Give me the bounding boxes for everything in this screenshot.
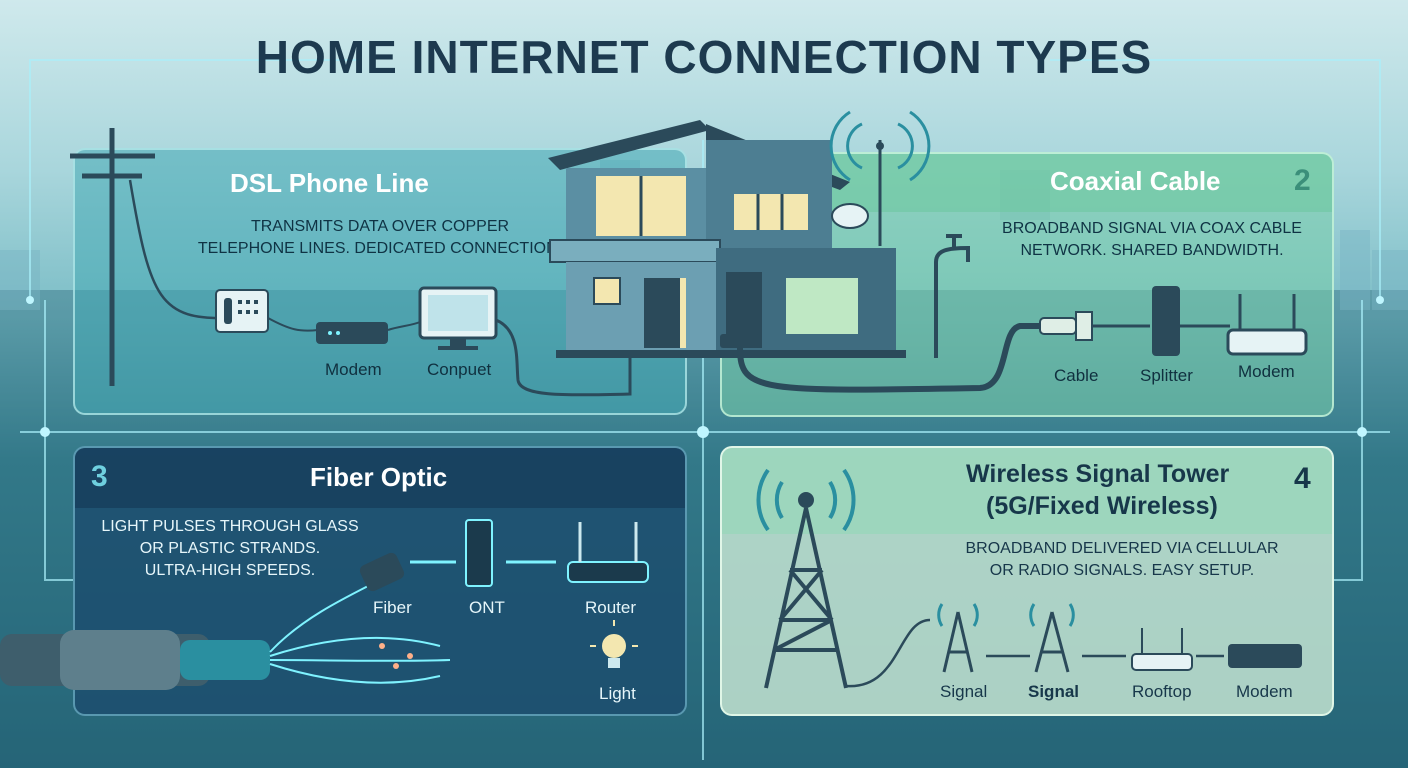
fiber-label-router: Router [585,598,637,617]
dsl-desc-line1: TRANSMITS DATA OVER COPPER [250,218,510,235]
coax-number: 2 [1294,164,1311,197]
fiber-label-fiber: Fiber [373,598,412,617]
faucet-icon [934,234,970,358]
dsl-label-modem: Modem [325,360,382,379]
wireless-label-signal-1: Signal [940,682,988,701]
computer-icon [418,286,632,397]
utility-pole-icon [70,128,231,386]
router-icon [1131,628,1224,671]
fiber-number: 3 [91,460,108,493]
wireless-label-signal-2: Signal [1028,682,1080,701]
wireless-label-rooftop: Rooftop [1132,682,1192,701]
modem-icon [316,321,421,344]
lightbulb-icon [590,620,638,668]
page-title: HOME INTERNET CONNECTION TYPES [255,31,1153,83]
modem-icon [1228,644,1302,668]
panel-wireless: Wireless Signal Tower (5G/Fixed Wireless… [720,446,1334,716]
house-icon [548,110,1076,393]
coax-label-modem: Modem [1238,362,1295,381]
fiber-description: LIGHT PULSES THROUGH GLASS OR PLASTIC ST… [95,516,365,582]
dsl-heading: DSL Phone Line [230,168,429,198]
coax-label-splitter: Splitter [1140,366,1193,385]
coax-cable-icon [1039,317,1077,335]
router-icon [1226,294,1308,356]
wireless-label-modem: Modem [1236,682,1293,701]
telephone-icon [215,289,319,333]
coax-label-cable: Cable [1054,366,1099,385]
wireless-desc-line2: OR RADIO SIGNALS. EASY SETUP. [989,562,1255,579]
coax-desc-line1: BROADBAND SIGNAL VIA COAX CABLE [1002,220,1302,237]
fiber-bundle-icon [0,552,456,690]
coax-description: BROADBAND SIGNAL VIA COAX CABLE NETWORK.… [972,218,1332,262]
wireless-description: BROADBAND DELIVERED VIA CELLULAR OR RADI… [952,538,1292,582]
fiber-heading: Fiber Optic [310,462,448,492]
cell-tower-icon [756,468,931,689]
router-icon [567,522,649,583]
fiber-label-ont: ONT [469,598,505,617]
fiber-desc-line3: ULTRA-HIGH SPEEDS. [144,562,316,579]
wireless-number: 4 [1294,462,1311,495]
ont-icon [465,519,556,587]
fiber-desc-line1: LIGHT PULSES THROUGH GLASS [101,518,359,535]
wireless-header-band [722,448,1332,534]
splitter-icon [1075,311,1150,341]
signal-antenna-icon [937,603,1126,673]
modem-icon [1152,286,1230,356]
coax-desc-line2: NETWORK. SHARED BANDWIDTH. [1020,242,1284,259]
fiber-label-light: Light [599,684,636,703]
coax-heading: Coaxial Cable [1050,166,1221,196]
wireless-heading-line2: (5G/Fixed Wireless) [986,492,1218,520]
dsl-description: TRANSMITS DATA OVER COPPER TELEPHONE LIN… [140,216,620,260]
dsl-desc-line2: TELEPHONE LINES. DEDICATED CONNECTION. [197,240,563,257]
fiber-header-band [75,448,685,508]
wireless-desc-line1: BROADBAND DELIVERED VIA CELLULAR [965,540,1279,557]
fiber-desc-line2: OR PLASTIC STRANDS. [139,540,321,557]
wireless-heading-line1: Wireless Signal Tower [966,460,1230,488]
dsl-label-computer: Conpuet [427,360,492,379]
